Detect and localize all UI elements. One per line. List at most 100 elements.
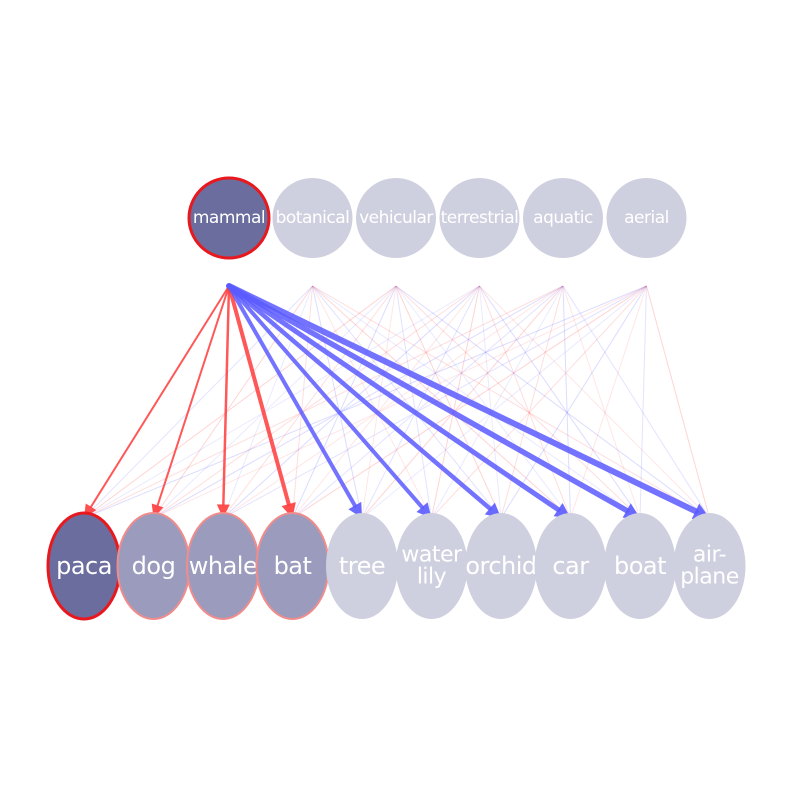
node-circle bbox=[439, 178, 520, 258]
node-ellipse bbox=[395, 513, 468, 619]
faint-edge bbox=[153, 285, 397, 519]
highlighted-edges bbox=[84, 283, 710, 519]
node-ellipse bbox=[673, 513, 746, 619]
faint-edge bbox=[153, 285, 480, 519]
faint-edge bbox=[395, 285, 710, 519]
faint-edge bbox=[395, 285, 641, 519]
faint-edge bbox=[312, 285, 571, 519]
faint-edge bbox=[222, 285, 564, 519]
top-node-botanical[interactable]: botanical bbox=[272, 178, 353, 258]
node-ellipse bbox=[326, 513, 398, 619]
top-node-mammal[interactable]: mammal bbox=[187, 176, 271, 260]
top-node-vehicular[interactable]: vehicular bbox=[356, 178, 436, 258]
faint-edge bbox=[570, 285, 647, 519]
faint-edge bbox=[83, 285, 564, 519]
bottom-node-airplane[interactable]: air-plane bbox=[673, 513, 746, 619]
faint-edge bbox=[395, 285, 502, 519]
faint-edge bbox=[312, 285, 502, 519]
node-label: dog bbox=[132, 552, 176, 580]
edge-line bbox=[89, 285, 230, 508]
node-label: lily bbox=[417, 565, 447, 590]
faint-edge bbox=[361, 285, 397, 519]
node-label: aquatic bbox=[533, 208, 593, 228]
node-ellipse bbox=[534, 513, 607, 619]
node-circle bbox=[606, 178, 687, 258]
node-label: mammal bbox=[193, 208, 265, 228]
top-node-aquatic[interactable]: aquatic bbox=[523, 178, 603, 258]
edge-line bbox=[156, 285, 230, 507]
node-circle bbox=[272, 178, 353, 258]
faint-edge bbox=[312, 285, 710, 519]
edge-line bbox=[226, 283, 493, 511]
faint-edge bbox=[361, 285, 647, 519]
faint-edge bbox=[431, 285, 647, 519]
bottom-node-tree[interactable]: tree bbox=[326, 513, 398, 619]
top-node-aerial[interactable]: aerial bbox=[606, 178, 687, 258]
node-label: tree bbox=[339, 552, 385, 580]
faint-edge bbox=[646, 285, 710, 519]
node-label: whale bbox=[189, 552, 257, 580]
top-node-terrestrial[interactable]: terrestrial bbox=[439, 178, 520, 258]
faint-edge bbox=[153, 285, 564, 519]
node-circle bbox=[187, 176, 271, 260]
node-label: vehicular bbox=[359, 208, 433, 228]
bottom-node-paca[interactable]: paca bbox=[46, 511, 122, 621]
node-label: bat bbox=[274, 552, 312, 580]
bottom-node-whale[interactable]: whale bbox=[186, 512, 260, 620]
edge-line bbox=[227, 284, 291, 507]
highlighted-edge bbox=[226, 283, 640, 518]
faint-edge bbox=[639, 285, 647, 519]
faint-edge bbox=[312, 285, 432, 519]
faint-edge bbox=[479, 285, 641, 519]
node-label: aerial bbox=[624, 208, 669, 228]
top-layer-nodes: mammal botanical vehicular terrestrial aquat… bbox=[187, 176, 687, 260]
faint-edge bbox=[361, 285, 480, 519]
node-ellipse bbox=[604, 513, 676, 619]
node-label: botanical bbox=[276, 208, 350, 228]
faint-edge bbox=[431, 285, 480, 519]
faint-edge bbox=[479, 285, 502, 519]
highlighted-edge bbox=[226, 283, 710, 519]
faint-edge bbox=[395, 285, 571, 519]
node-label: car bbox=[552, 552, 589, 580]
edge-line bbox=[226, 283, 561, 513]
highlighted-edge bbox=[226, 283, 501, 518]
faint-edge bbox=[222, 285, 480, 519]
bottom-node-dog[interactable]: dog bbox=[116, 512, 191, 620]
faint-edge bbox=[83, 285, 397, 519]
node-label: orchid bbox=[465, 552, 536, 580]
arrow-head bbox=[216, 504, 230, 518]
faint-edge bbox=[395, 285, 432, 519]
edge-line bbox=[226, 283, 699, 515]
node-label: plane bbox=[680, 565, 739, 590]
faint-edge bbox=[562, 285, 710, 519]
faint-edge bbox=[500, 285, 647, 519]
edge-line bbox=[227, 284, 425, 510]
highlighted-edge bbox=[216, 284, 231, 518]
faint-edge bbox=[312, 285, 363, 519]
faint-edge bbox=[479, 285, 571, 519]
faint-edge bbox=[83, 285, 480, 519]
faint-edge bbox=[292, 285, 480, 519]
faint-edge bbox=[562, 285, 571, 519]
node-label: terrestrial bbox=[441, 208, 519, 228]
node-circle bbox=[356, 178, 436, 258]
node-label: air- bbox=[693, 543, 726, 568]
faint-edge bbox=[222, 285, 397, 519]
faint-edge bbox=[312, 285, 641, 519]
edge-line bbox=[222, 284, 231, 506]
faint-edge bbox=[292, 285, 397, 519]
bottom-node-boat[interactable]: boat bbox=[604, 513, 676, 619]
node-label: boat bbox=[614, 552, 666, 580]
faint-edge bbox=[479, 285, 710, 519]
edge-line bbox=[226, 283, 630, 514]
bottom-node-orchid[interactable]: orchid bbox=[465, 513, 537, 619]
node-ellipse bbox=[465, 513, 537, 619]
node-circle bbox=[523, 178, 603, 258]
bottom-node-bat[interactable]: bat bbox=[255, 512, 330, 620]
edge-line bbox=[227, 284, 357, 508]
bottom-node-car[interactable]: car bbox=[534, 513, 607, 619]
